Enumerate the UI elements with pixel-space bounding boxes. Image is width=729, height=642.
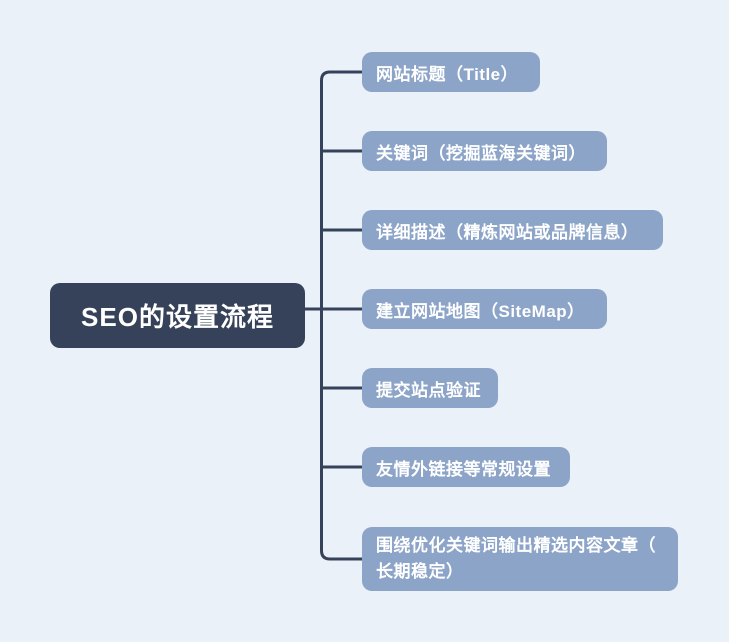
branch-node-site-verification[interactable]: 提交站点验证 bbox=[362, 368, 498, 408]
branch-node-label: 详细描述（精炼网站或品牌信息） bbox=[376, 222, 639, 242]
root-node-label: SEO的设置流程 bbox=[81, 302, 274, 332]
branch-node-keywords[interactable]: 关键词（挖掘蓝海关键词） bbox=[362, 131, 607, 171]
connector-trunk bbox=[320, 70, 362, 561]
branch-node-label: 关键词（挖掘蓝海关键词） bbox=[376, 143, 586, 163]
branch-node-label: 围绕优化关键词输出精选内容文章（长期稳定） bbox=[376, 535, 656, 581]
root-node-seo-setup[interactable]: SEO的设置流程 bbox=[50, 283, 305, 348]
branch-node-label: 友情外链接等常规设置 bbox=[376, 459, 551, 479]
branch-node-content-articles[interactable]: 围绕优化关键词输出精选内容文章（长期稳定） bbox=[362, 527, 678, 591]
branch-node-site-title[interactable]: 网站标题（Title） bbox=[362, 52, 540, 92]
branch-node-description[interactable]: 详细描述（精炼网站或品牌信息） bbox=[362, 210, 663, 250]
branch-node-label: 建立网站地图（SiteMap） bbox=[376, 301, 585, 321]
branch-node-friend-links[interactable]: 友情外链接等常规设置 bbox=[362, 447, 570, 487]
branch-node-label: 提交站点验证 bbox=[376, 380, 481, 400]
branch-node-label: 网站标题（Title） bbox=[376, 64, 519, 84]
branch-node-sitemap[interactable]: 建立网站地图（SiteMap） bbox=[362, 289, 607, 329]
